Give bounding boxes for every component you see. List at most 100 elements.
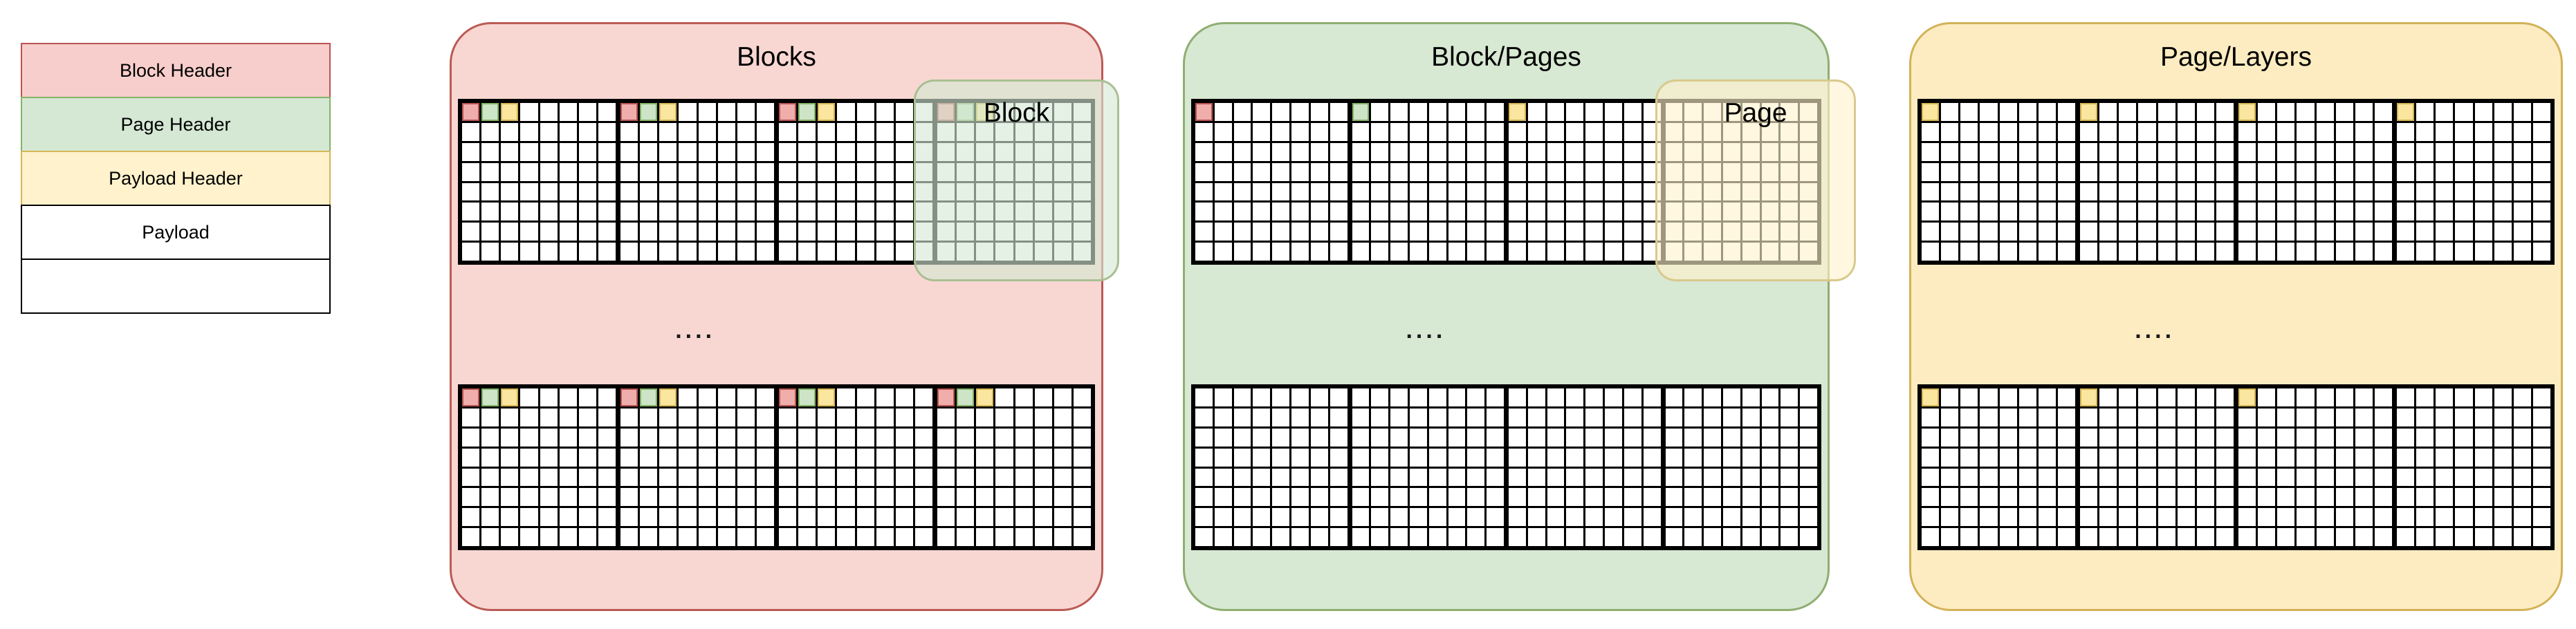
grid-cell (779, 408, 797, 426)
grid-cell (2355, 142, 2373, 161)
grid-cell (876, 488, 894, 507)
grid-cell (1999, 162, 2017, 181)
grid-cell (976, 528, 994, 546)
grid-cell (1390, 428, 1408, 447)
grid-cell (2038, 182, 2056, 201)
grid-cell (2355, 122, 2373, 141)
grid-cell (1585, 448, 1603, 467)
grid-cell (1547, 162, 1565, 181)
grid-cell (620, 448, 638, 467)
grid-cell (1566, 103, 1584, 121)
grid-cell (1665, 388, 1683, 406)
red-header-cell (1195, 103, 1213, 121)
grid-cell (520, 142, 538, 161)
grid-cell (1509, 162, 1526, 181)
grid-cell (2196, 388, 2214, 406)
grid-cell (1742, 528, 1760, 546)
grid-cell (679, 223, 697, 241)
grid-cell (895, 162, 913, 181)
grid-cell (1566, 182, 1584, 201)
grid-cell (1509, 223, 1526, 241)
grid-cell (1195, 142, 1213, 161)
grid-cell (2316, 508, 2334, 527)
subgrid (1352, 103, 1504, 261)
grid-cell (1371, 203, 1389, 221)
grid-cell (2238, 488, 2256, 507)
grid-cell (1547, 408, 1565, 426)
grid-cell (1623, 203, 1641, 221)
grid-cell (481, 528, 499, 546)
grid-cell (1214, 428, 1232, 447)
grid-cell (2119, 388, 2137, 406)
grid-cell (737, 142, 755, 161)
grid-cell (578, 408, 596, 426)
grid-cell (1509, 488, 1526, 507)
grid-cell (1704, 508, 1721, 527)
grid-cell (1371, 122, 1389, 141)
grid-cell (2238, 142, 2256, 161)
grid-cell (620, 162, 638, 181)
grid-cell (2099, 122, 2117, 141)
subgrid (1352, 388, 1504, 546)
grid-cell (1310, 203, 1328, 221)
grid-cell (1310, 223, 1328, 241)
grid-cell (1467, 488, 1485, 507)
grid-cell (1390, 223, 1408, 241)
grid-cell (2238, 408, 2256, 426)
grid-cell (798, 468, 816, 487)
grid-cell (2374, 142, 2392, 161)
grid-cell (717, 182, 735, 201)
grid-cell (1233, 528, 1251, 546)
grid-cell (1409, 428, 1427, 447)
grid-cell (2494, 488, 2512, 507)
grid-cell (756, 528, 774, 546)
grid-cell (2158, 142, 2175, 161)
grid-cell (2057, 408, 2075, 426)
grid-cell (2397, 388, 2415, 406)
grid-cell (578, 203, 596, 221)
grid-cell (1999, 448, 2017, 467)
grid-cell (578, 182, 596, 201)
grid-cell (2316, 122, 2334, 141)
grid-cell (2099, 428, 2117, 447)
grid-cell (1015, 468, 1033, 487)
grid-cell (1448, 408, 1466, 426)
grid-cell (2494, 122, 2512, 141)
grid-cell (2532, 488, 2550, 507)
grid-cell (1722, 408, 1740, 426)
grid-cell (1330, 528, 1347, 546)
grid-cell (1352, 528, 1370, 546)
grid-cell (2238, 122, 2256, 141)
grid-cell (895, 103, 913, 121)
grid-cell (462, 428, 480, 447)
grid-cell (2038, 388, 2056, 406)
grid-cell (2158, 103, 2175, 121)
grid-cell (2277, 162, 2295, 181)
grid-cell (501, 528, 519, 546)
grid-cell (1371, 448, 1389, 467)
grid-cell (679, 388, 697, 406)
grid-cell (1467, 162, 1485, 181)
grid-cell (1999, 508, 2017, 527)
grid-cell (876, 408, 894, 426)
grid-cell (737, 388, 755, 406)
grid-cell (540, 528, 558, 546)
grid-cell (2216, 203, 2234, 221)
grid-cell (620, 223, 638, 241)
grid-cell (1291, 408, 1309, 426)
grid-cell (679, 488, 697, 507)
grid-cell (1487, 243, 1504, 261)
grid-cell (1980, 468, 1998, 487)
grid-cell (2335, 428, 2353, 447)
grid-cell (2177, 468, 2195, 487)
grid-cell (779, 428, 797, 447)
grid-cell (540, 468, 558, 487)
grid-cell (2158, 182, 2175, 201)
grid-cell (1390, 162, 1408, 181)
grid-cell (1566, 508, 1584, 527)
grid-cell (481, 142, 499, 161)
grid-cell (2177, 528, 2195, 546)
grid-cell (2258, 408, 2276, 426)
grid-cell (2374, 388, 2392, 406)
grid-cell (1800, 508, 1817, 527)
